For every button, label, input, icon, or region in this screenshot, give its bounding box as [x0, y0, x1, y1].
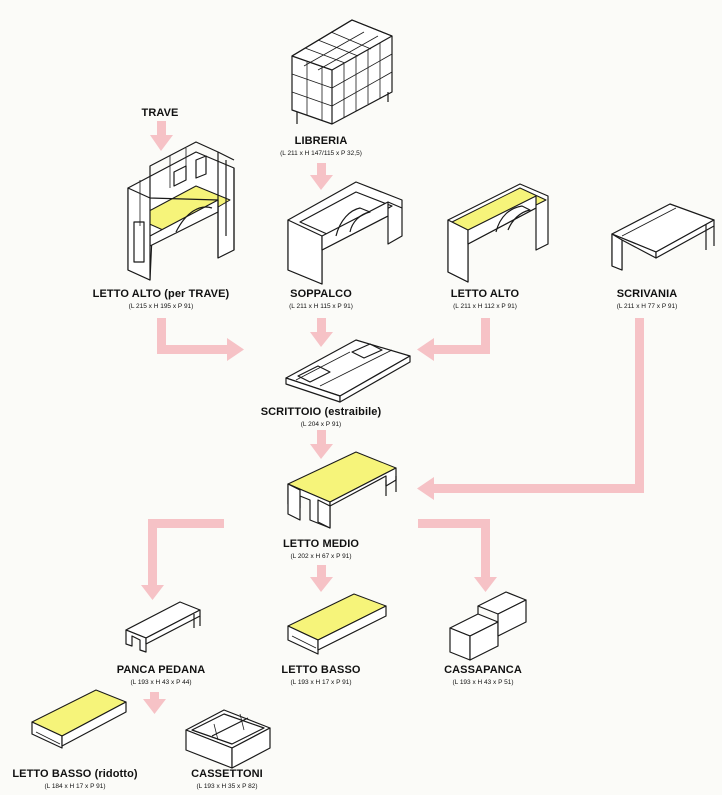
arrow-letto-medio-cassapanca	[418, 519, 497, 592]
letto-basso-ridotto-dims: (L 184 x H 17 x P 91)	[44, 782, 106, 790]
scrittoio-illustration	[285, 339, 411, 403]
letto-alto-name: LETTO ALTO	[450, 288, 520, 300]
letto-alto-label: LETTO ALTO (L 211 x H 112 x P 91)	[420, 288, 550, 310]
letto-alto-trave-dims: (L 215 x H 195 x P 91)	[128, 302, 194, 310]
letto-basso-ridotto-illustration	[31, 689, 127, 749]
libreria-name: LIBRERIA	[294, 135, 348, 147]
letto-basso-illustration	[287, 593, 387, 655]
arrow-scrivania-letto-medio	[417, 318, 644, 500]
panca-pedana-dims: (L 193 x H 43 x P 44)	[130, 678, 192, 686]
arrow-libreria-soppalco	[310, 163, 333, 190]
arrows	[141, 121, 644, 714]
letto-medio-label: LETTO MEDIO (L 202 x H 67 x P 91)	[256, 538, 386, 560]
arrow-panca-down	[143, 692, 166, 714]
letto-alto-trave-illustration	[127, 141, 235, 281]
letto-basso-name: LETTO BASSO	[281, 664, 361, 676]
arrow-letto-alto-trave-scrittoio	[157, 318, 244, 361]
scrivania-illustration	[611, 203, 715, 271]
soppalco-dims: (L 211 x H 115 x P 91)	[289, 302, 353, 310]
soppalco-name: SOPPALCO	[290, 288, 352, 300]
letto-basso-label: LETTO BASSO (L 193 x H 17 x P 91)	[256, 664, 386, 686]
letto-medio-dims: (L 202 x H 67 x P 91)	[290, 552, 352, 560]
scrittoio-name: SCRITTOIO (estraibile)	[260, 406, 382, 418]
arrow-letto-medio-panca	[141, 519, 224, 600]
letto-medio-name: LETTO MEDIO	[282, 538, 360, 550]
panca-pedana-name: PANCA PEDANA	[116, 664, 206, 676]
letto-basso-dims: (L 193 x H 17 x P 91)	[290, 678, 352, 686]
libreria-dims: (L 211 x H 147/115 x P 32,5)	[280, 149, 362, 157]
cassapanca-label: CASSAPANCA (L 193 x H 43 x P 51)	[418, 664, 548, 686]
cassettoni-illustration	[185, 709, 271, 769]
panca-pedana-illustration	[125, 601, 201, 653]
letto-alto-dims: (L 211 x H 112 x P 91)	[453, 302, 517, 310]
arrow-soppalco-scrittoio	[310, 318, 333, 347]
cassapanca-illustration	[449, 591, 527, 661]
libreria-label: LIBRERIA (L 211 x H 147/115 x P 32,5)	[256, 135, 386, 157]
scrittoio-dims: (L 204 x P 91)	[300, 420, 342, 428]
letto-basso-ridotto-label: LETTO BASSO (ridotto) (L 184 x H 17 x P …	[0, 768, 150, 790]
arrow-letto-alto-scrittoio	[417, 318, 490, 361]
letto-alto-illustration	[447, 183, 549, 283]
arrow-letto-medio-basso	[310, 565, 333, 592]
cassettoni-name: CASSETTONI	[191, 768, 263, 780]
scrivania-label: SCRIVANIA (L 211 x H 77 x P 91)	[582, 288, 712, 310]
soppalco-label: SOPPALCO (L 211 x H 115 x P 91)	[256, 288, 386, 310]
soppalco-illustration	[287, 181, 403, 285]
trave-label-text: TRAVE	[141, 107, 179, 119]
trave-label: TRAVE	[120, 107, 200, 120]
letto-medio-illustration	[287, 451, 397, 529]
arrow-trave-down	[150, 121, 173, 151]
scrivania-name: SCRIVANIA	[616, 288, 678, 300]
scrivania-dims: (L 211 x H 77 x P 91)	[616, 302, 678, 310]
cassapanca-dims: (L 193 x H 43 x P 51)	[452, 678, 514, 686]
letto-alto-trave-name: LETTO ALTO (per TRAVE)	[92, 288, 230, 300]
scrittoio-label: SCRITTOIO (estraibile) (L 204 x P 91)	[246, 406, 396, 428]
letto-basso-ridotto-name: LETTO BASSO (ridotto)	[12, 768, 138, 780]
arrow-scrittoio-letto-medio	[310, 430, 333, 459]
letto-alto-trave-label: LETTO ALTO (per TRAVE) (L 215 x H 195 x …	[76, 288, 246, 310]
panca-pedana-label: PANCA PEDANA (L 193 x H 43 x P 44)	[96, 664, 226, 686]
cassettoni-dims: (L 193 x H 35 x P 82)	[196, 782, 258, 790]
libreria-illustration	[291, 19, 393, 125]
cassettoni-label: CASSETTONI (L 193 x H 35 x P 82)	[162, 768, 292, 790]
cassapanca-name: CASSAPANCA	[444, 664, 522, 676]
